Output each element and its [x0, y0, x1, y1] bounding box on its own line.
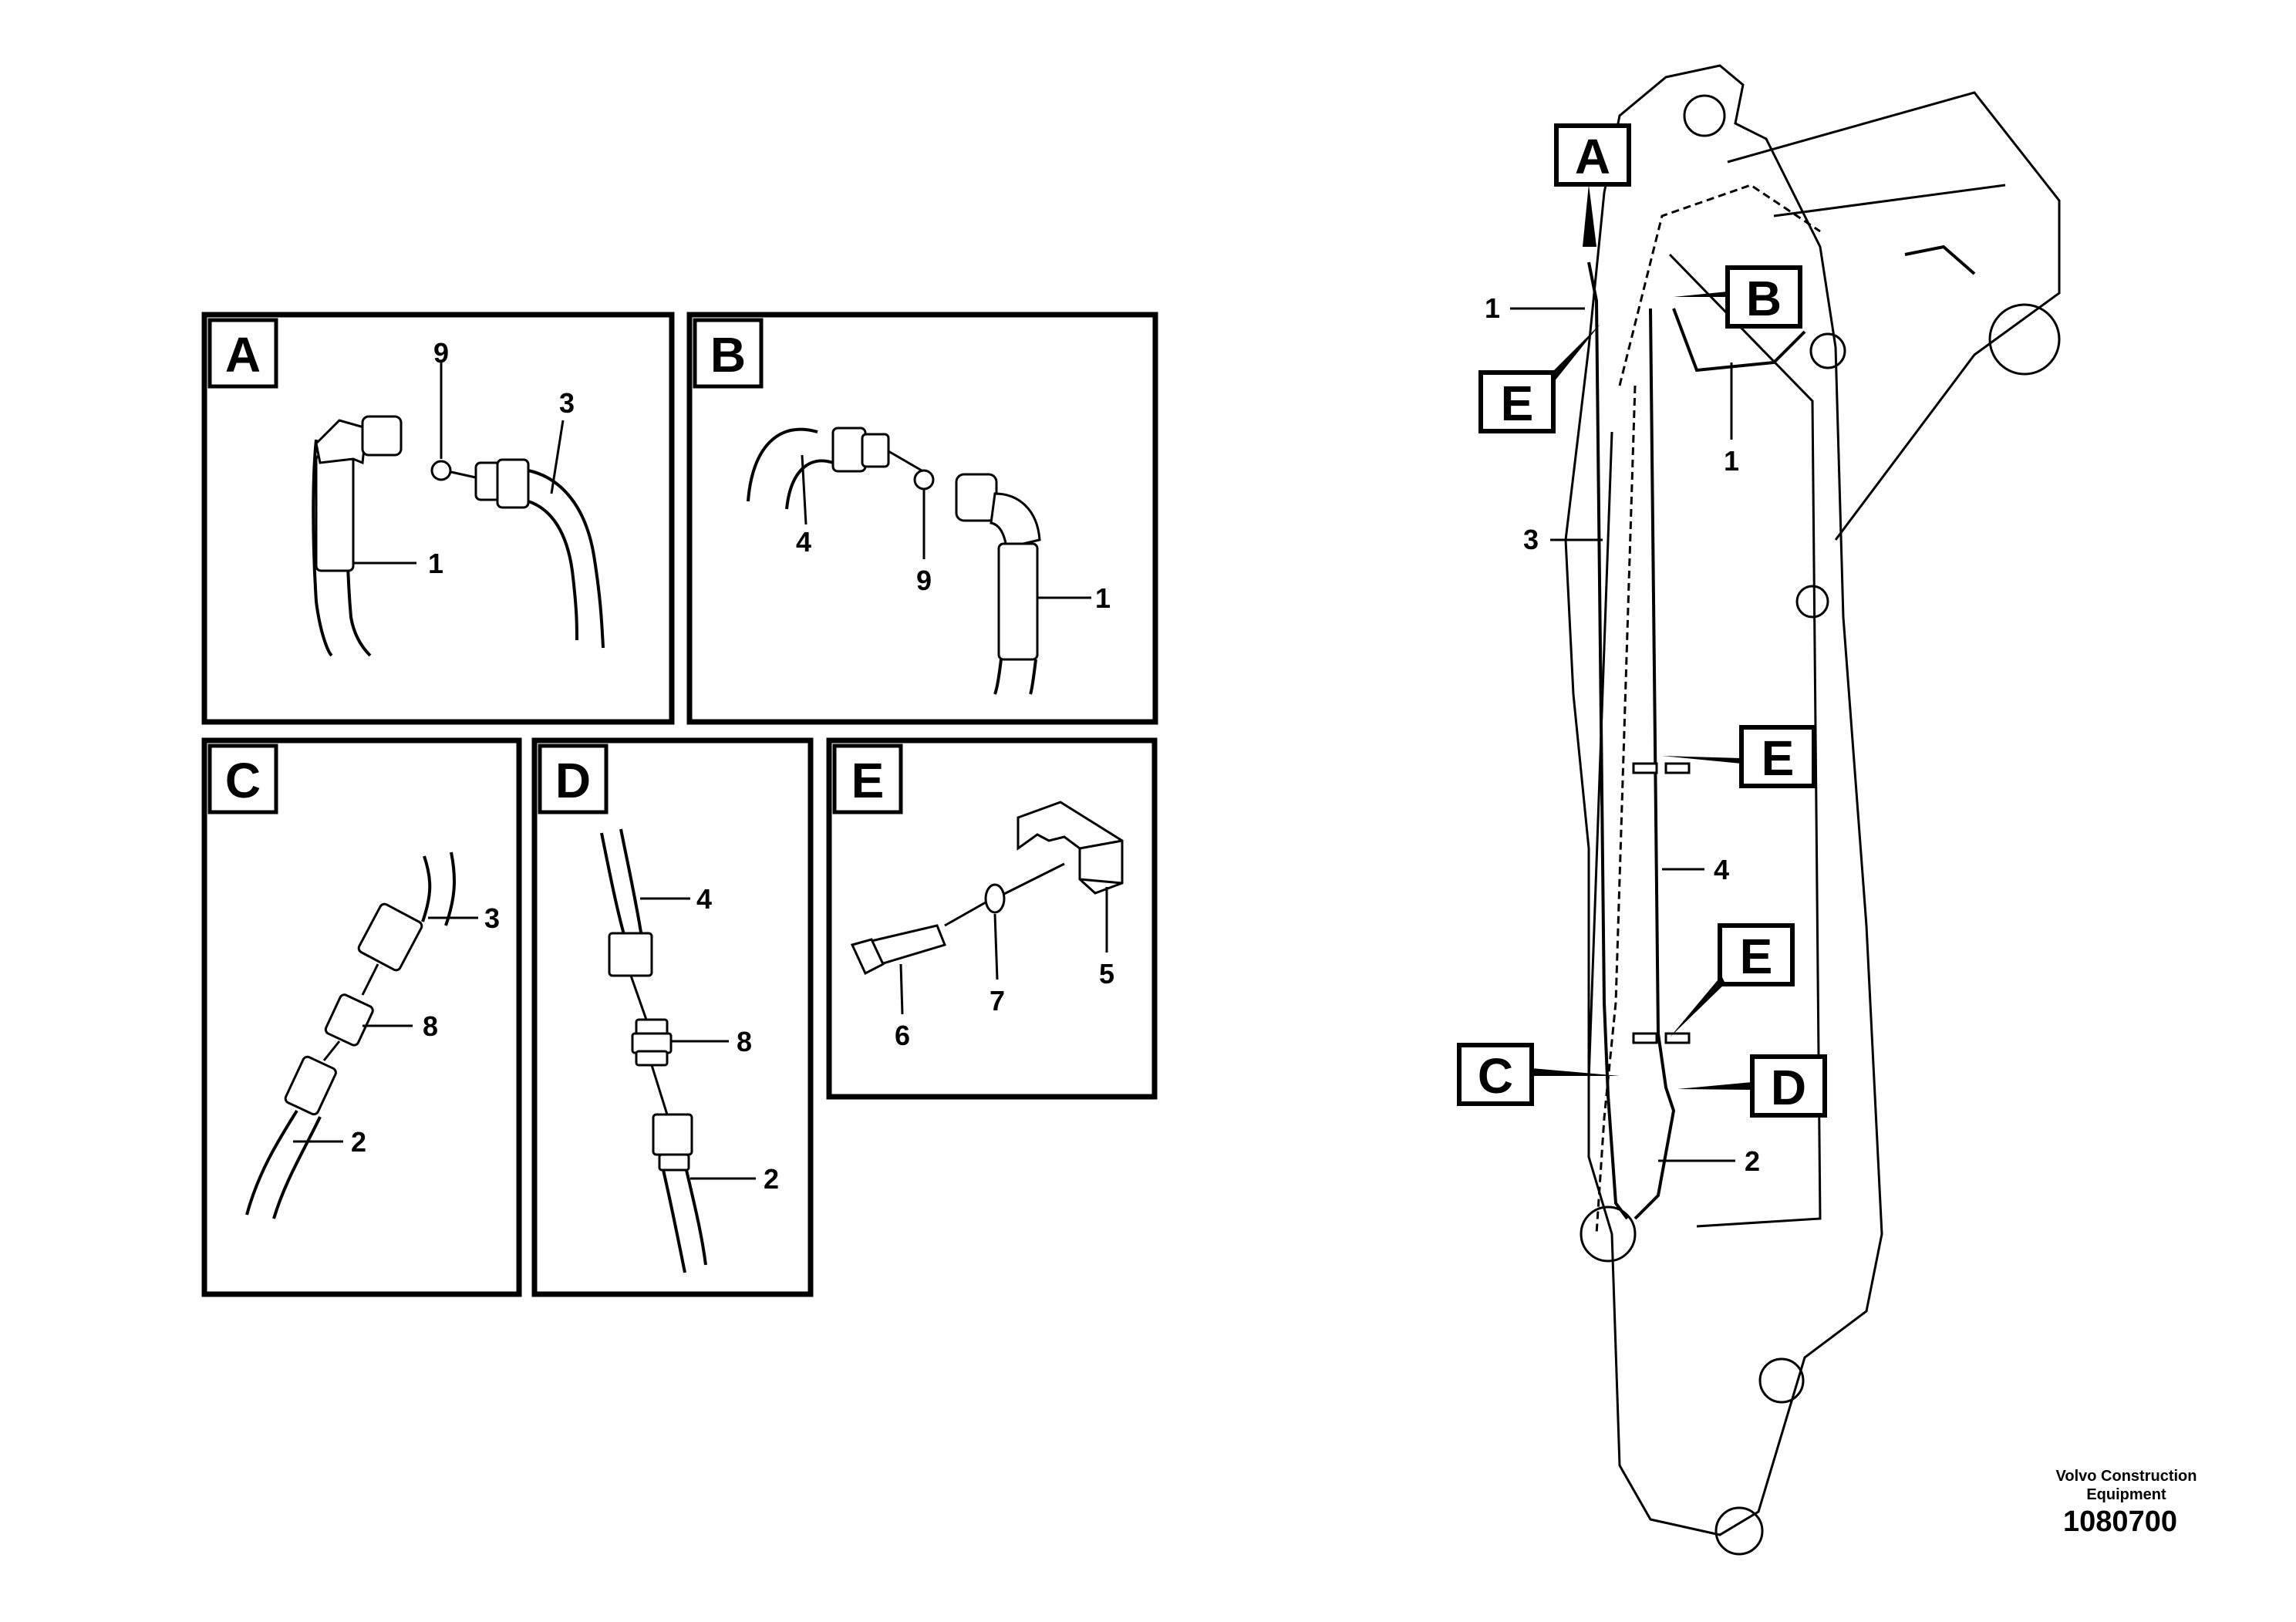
panel-a-label-9: 9 [433, 337, 449, 369]
excavator-arm-illustration [1564, 64, 2061, 1556]
panel-d-letter: D [555, 753, 591, 808]
brand-line-1: Volvo Construction [2055, 1468, 2197, 1485]
main-label-2: 2 [1745, 1145, 1760, 1177]
detail-panel-e: E 5 6 7 [826, 737, 1158, 1100]
panel-a-label-3: 3 [559, 387, 575, 419]
panel-a-letter: A [225, 327, 261, 383]
panel-c-label-3: 3 [484, 902, 500, 934]
main-label-4: 4 [1714, 854, 1729, 885]
panel-d-label-2: 2 [764, 1163, 779, 1195]
detail-panel-c: C 3 8 2 [201, 737, 522, 1297]
panel-d-label-4: 4 [696, 883, 712, 915]
panel-b-label-1: 1 [1095, 582, 1111, 614]
callout-e3-label: E [1740, 929, 1773, 984]
main-callouts: A B E E E C D 1 1 3 4 2 [1457, 123, 1827, 1177]
drawing-number: 1080700 [2063, 1506, 2177, 1538]
panel-c-label-8: 8 [423, 1010, 438, 1042]
detail-panel-d: D 4 8 2 [531, 737, 814, 1297]
main-label-3: 3 [1523, 524, 1539, 555]
panel-c-letter: C [225, 753, 261, 808]
detail-panel-b: B 4 9 1 [686, 312, 1158, 725]
callout-e2-label: E [1762, 730, 1795, 786]
panel-c-label-2: 2 [351, 1126, 366, 1158]
detail-panel-a: A 9 3 1 [201, 312, 675, 725]
panel-e-letter: E [851, 753, 885, 808]
panel-d-label-8: 8 [737, 1026, 752, 1057]
callout-d-label: D [1771, 1060, 1806, 1115]
panel-b-label-9: 9 [916, 565, 932, 596]
panel-e-label-6: 6 [895, 1020, 910, 1051]
panel-b-letter: B [710, 327, 746, 383]
callout-c-label: C [1478, 1048, 1513, 1104]
panel-a-label-1: 1 [428, 548, 443, 579]
brand-name: Volvo Construction Equipment [2041, 1467, 2211, 1504]
panel-b-label-4: 4 [796, 526, 811, 558]
panel-e-label-5: 5 [1099, 958, 1114, 990]
main-label-1-left: 1 [1485, 292, 1500, 324]
main-label-1-right: 1 [1724, 445, 1739, 477]
callout-a-label: A [1575, 129, 1610, 184]
callout-e1-label: E [1501, 376, 1534, 431]
brand-line-2: Equipment [2086, 1486, 2166, 1503]
callout-b-label: B [1746, 271, 1782, 326]
panel-e-label-7: 7 [990, 985, 1005, 1017]
